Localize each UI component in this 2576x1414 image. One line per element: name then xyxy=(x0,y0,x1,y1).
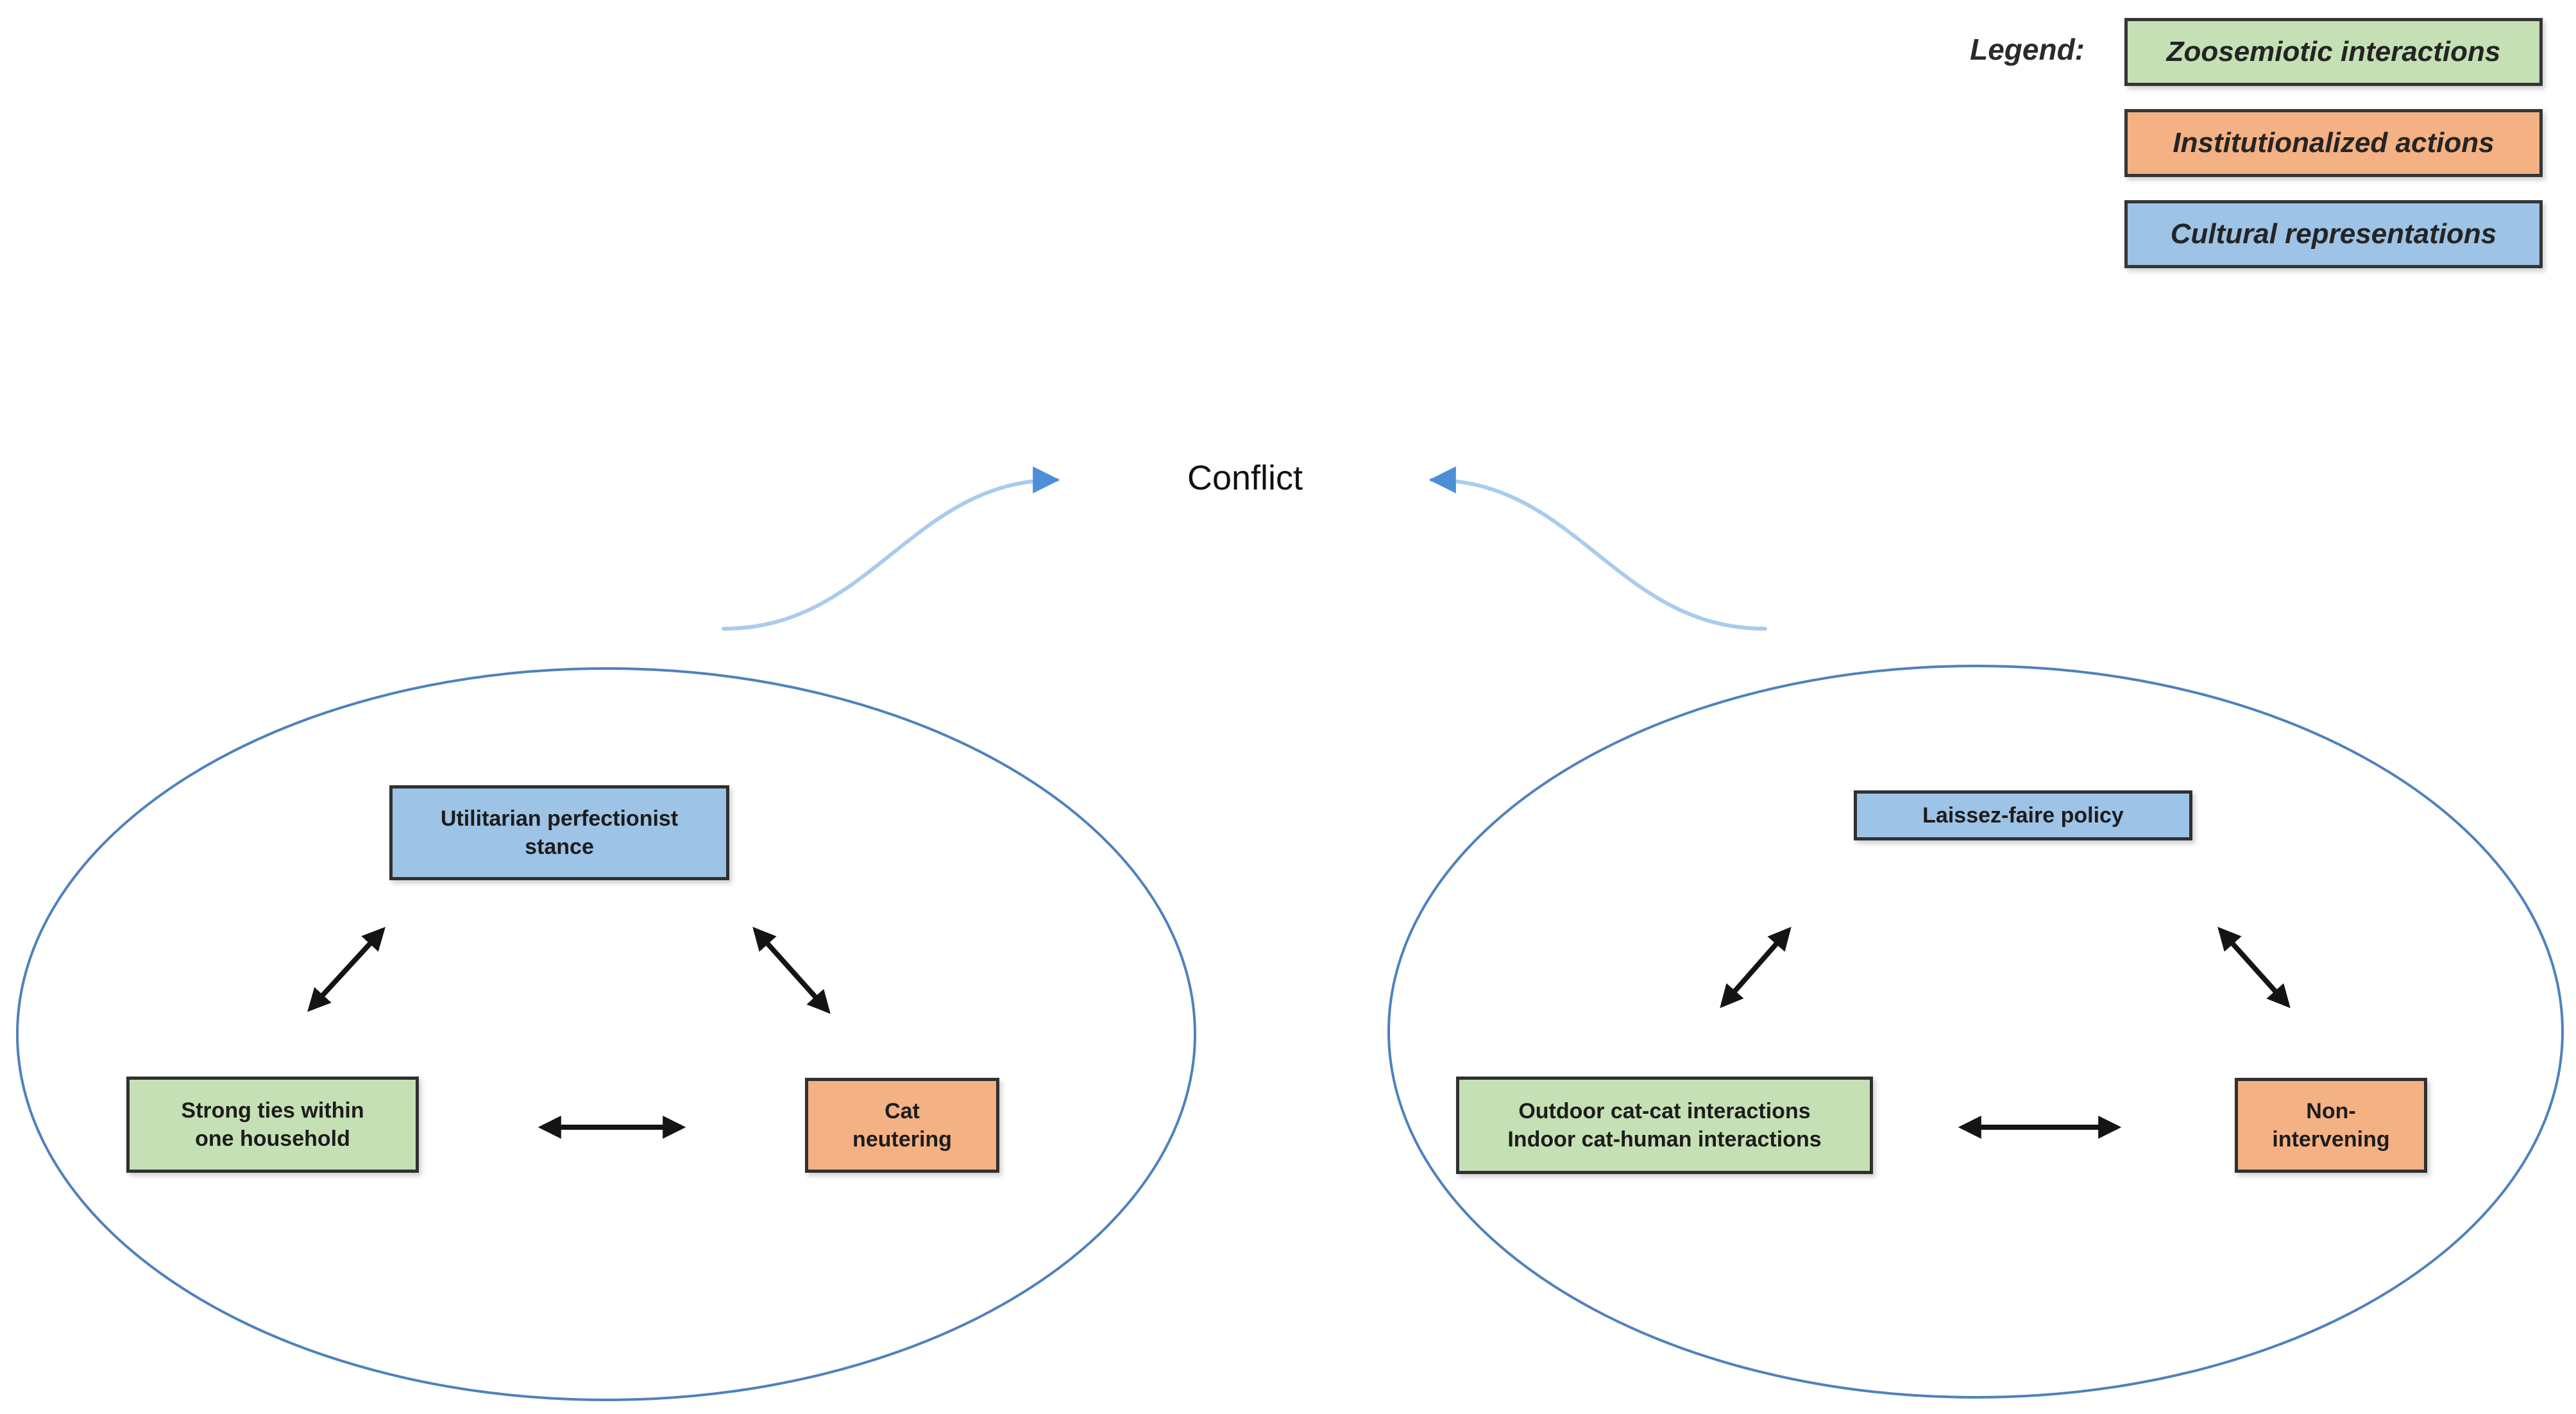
node-cat-neutering: Cat neutering xyxy=(805,1078,999,1173)
right-conflict-flow-arrow xyxy=(1428,466,1767,631)
conflict-label: Conflict xyxy=(1187,459,1303,497)
node-laissez-faire-policy: Laissez-faire policy xyxy=(1854,790,2192,840)
left-cluster-ellipse xyxy=(16,667,1196,1401)
node-non-intervening: Non- intervening xyxy=(2235,1078,2427,1173)
right-cultural-institutional-arrow xyxy=(2217,926,2291,1009)
node-outdoor-indoor-interactions: Outdoor cat-cat interactions Indoor cat-… xyxy=(1456,1077,1873,1174)
legend-item-institutionalized-actions: Institutionalized actions xyxy=(2124,109,2543,177)
left-zoosemiotic-cultural-arrow xyxy=(307,926,386,1012)
legend-item-zoosemiotic-interactions: Zoosemiotic interactions xyxy=(2124,18,2543,86)
node-strong-ties-within-one-household: Strong ties within one household xyxy=(126,1077,419,1173)
legend-item-cultural-representations: Cultural representations xyxy=(2124,200,2543,268)
left-conflict-flow-arrow xyxy=(722,466,1060,631)
right-zoosemiotic-cultural-arrow xyxy=(1720,926,1792,1009)
right-cluster-ellipse xyxy=(1387,665,2564,1399)
left-cultural-institutional-arrow xyxy=(752,926,831,1014)
legend-title: Legend: xyxy=(1970,33,2085,66)
node-utilitarian-perfectionist-stance: Utilitarian perfectionist stance xyxy=(389,785,729,880)
